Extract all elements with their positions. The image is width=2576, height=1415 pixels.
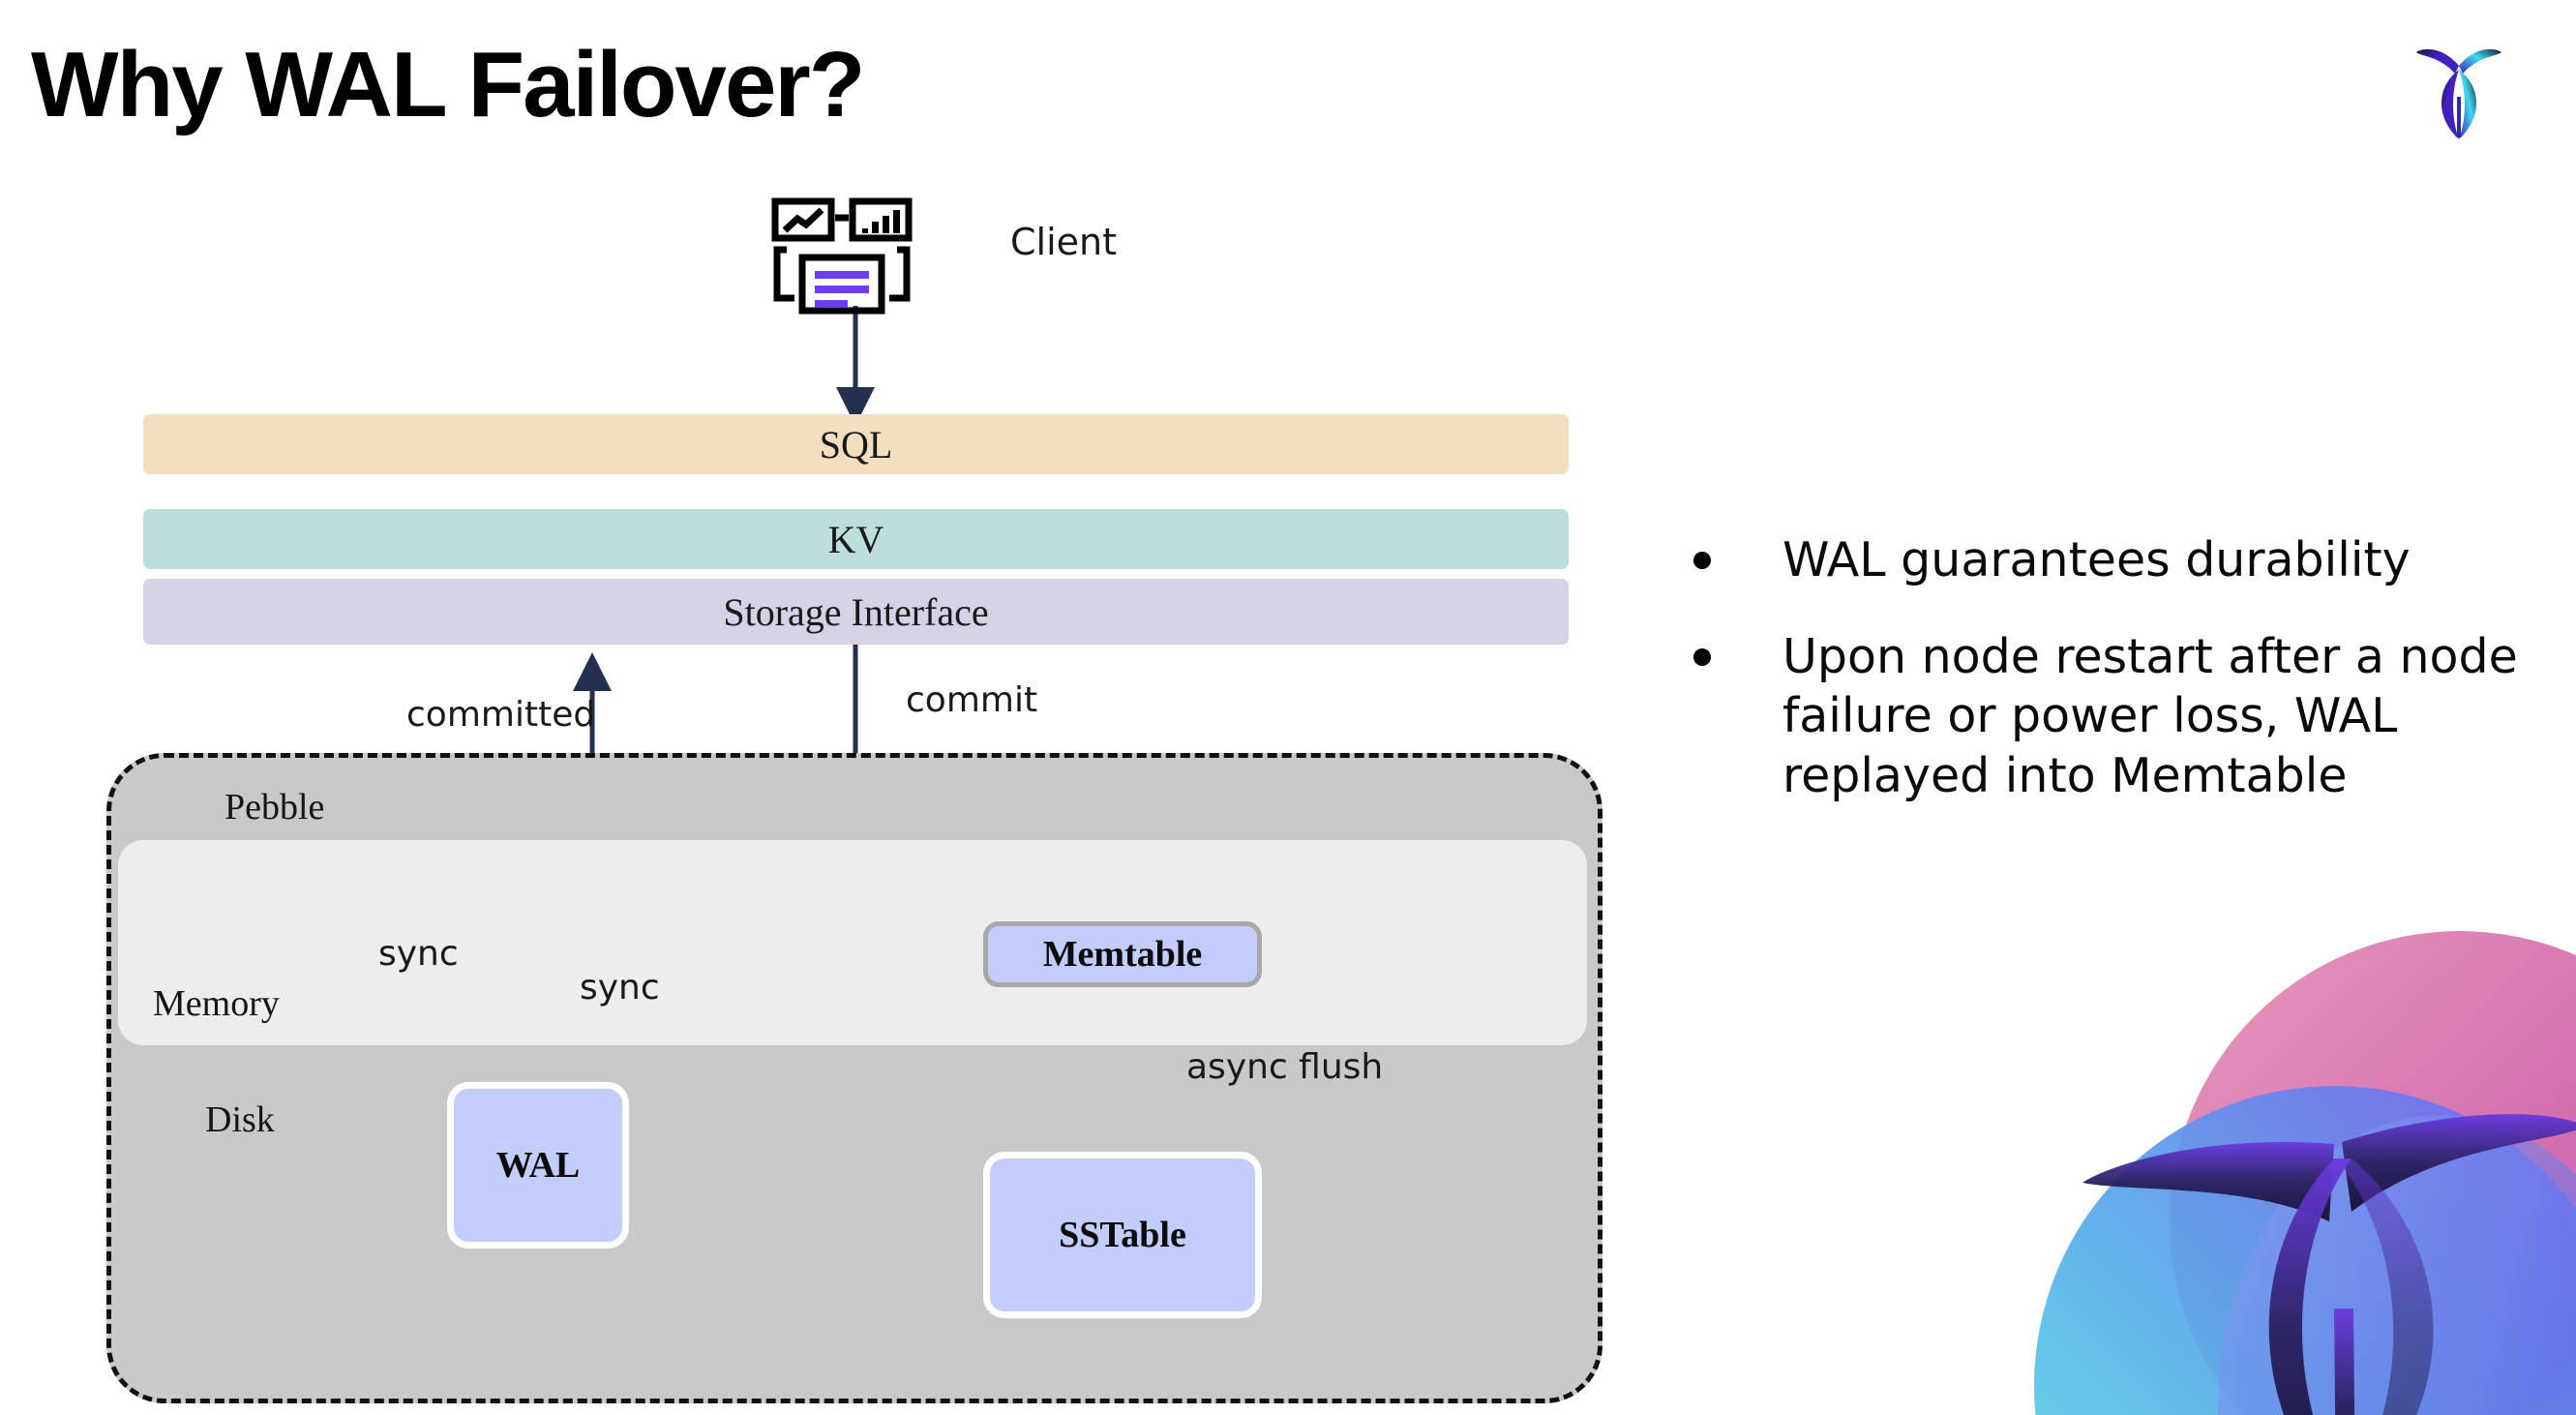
edge-label-committed: committed xyxy=(406,695,596,735)
list-item: WAL guarantees durability xyxy=(1693,530,2535,590)
edge-label-sync-right: sync xyxy=(580,968,660,1008)
memtable-box: Memtable xyxy=(983,921,1262,987)
stack-layer-storage-interface: Storage Interface xyxy=(143,579,1569,645)
cockroachdb-logo-icon xyxy=(2416,48,2501,139)
client-dashboard-icon xyxy=(771,197,913,315)
bullet-text: WAL guarantees durability xyxy=(1782,532,2411,587)
edge-label-sync-left: sync xyxy=(378,934,459,974)
disk-label: Disk xyxy=(205,1099,275,1140)
wal-box: WAL xyxy=(447,1082,629,1249)
stack-layer-kv: KV xyxy=(143,509,1569,569)
pebble-label: Pebble xyxy=(225,787,325,828)
list-item: Upon node restart after a node failure o… xyxy=(1693,627,2535,806)
bullet-dot-icon xyxy=(1693,552,1711,569)
memory-label: Memory xyxy=(153,983,280,1024)
sstable-box: SSTable xyxy=(983,1152,1262,1318)
page-title: Why WAL Failover? xyxy=(31,33,865,136)
memory-region xyxy=(118,840,1587,1045)
edge-label-async-flush: async flush xyxy=(1186,1047,1384,1087)
bullet-list: WAL guarantees durability Upon node rest… xyxy=(1693,530,2535,843)
edge-label-commit: commit xyxy=(906,680,1038,720)
decorative-corner-graphic xyxy=(2034,931,2576,1415)
bullet-text: Upon node restart after a node failure o… xyxy=(1782,628,2518,804)
stack-layer-sql: SQL xyxy=(143,414,1569,474)
bullet-dot-icon xyxy=(1693,647,1711,666)
client-label: Client xyxy=(1010,221,1118,263)
